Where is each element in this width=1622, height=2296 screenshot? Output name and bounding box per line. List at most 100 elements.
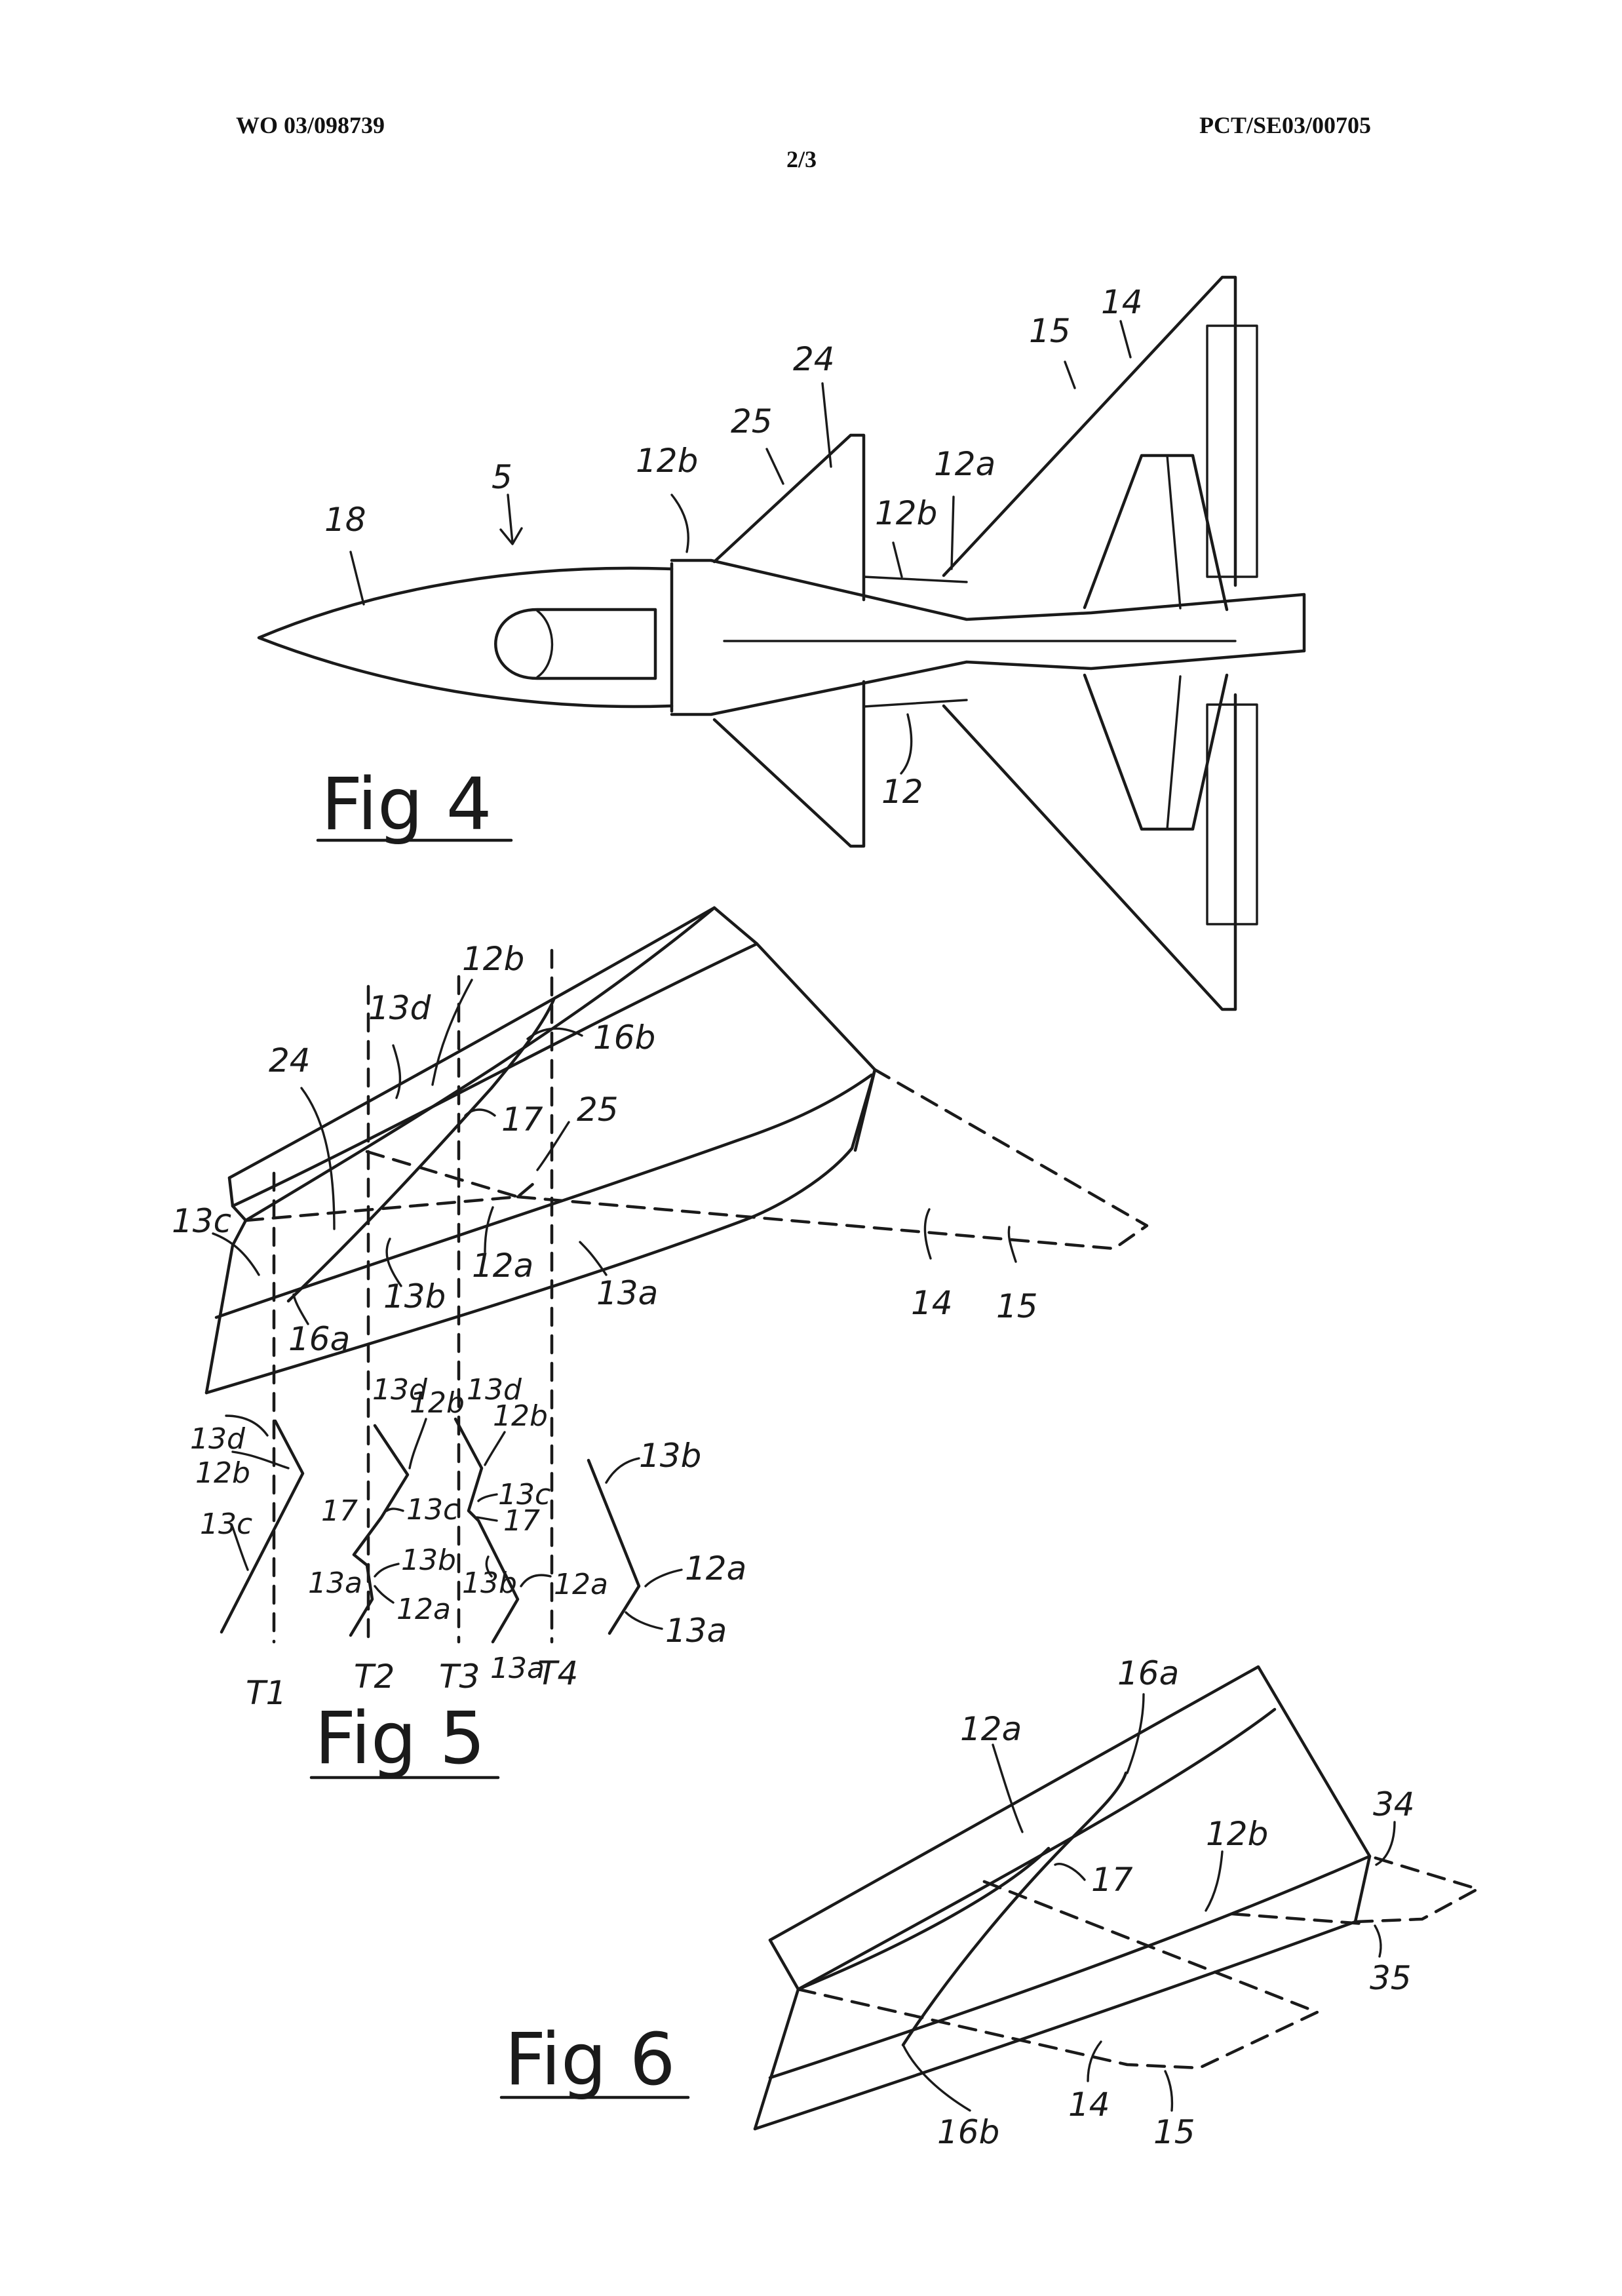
label-s2-13a: 13a — [308, 1566, 362, 1600]
label-16b: 16b — [593, 1019, 655, 1057]
leader-12b-b — [892, 541, 903, 578]
fold-line-17 — [286, 998, 556, 1303]
label-12a: 12a — [934, 445, 995, 483]
label-s2-13b: 13b — [401, 1544, 456, 1577]
leader-14 — [1087, 2040, 1102, 2082]
leader-12b-a — [670, 494, 689, 553]
fig6-wing-perspective: 16a 12a 17 12b 34 35 16b 14 15 Fig 6 — [499, 1654, 1480, 2151]
label-24: 24 — [793, 340, 835, 378]
main-wing-upper — [942, 275, 1237, 587]
label-s3-17: 17 — [503, 1504, 540, 1538]
leader-17 — [1054, 1863, 1086, 1881]
leader-13c-left — [212, 1232, 260, 1276]
wing-upper-mid-band — [231, 942, 759, 1208]
application-number: PCT/SE03/00705 — [1199, 112, 1372, 138]
wing-dashed-outline — [516, 1068, 1149, 1251]
leader-13a-mid — [579, 1241, 608, 1276]
label-34: 34 — [1373, 1785, 1415, 1823]
leader-14 — [923, 1208, 932, 1260]
elevon-upper-hinge — [1166, 454, 1182, 610]
fig4-caption: Fig 4 — [321, 762, 492, 846]
leader-s3-12b — [484, 1431, 506, 1466]
label-12b-top: 12b — [462, 940, 524, 978]
label-12a: 12a — [960, 1710, 1022, 1748]
leader-s2-12a — [374, 1585, 395, 1604]
leader-s3-17 — [476, 1516, 498, 1522]
label-s3-12a: 12a — [554, 1568, 608, 1601]
wing-root-edge — [204, 1218, 248, 1395]
wing-upper-band — [796, 1707, 1277, 1991]
section-t4-profile — [587, 1458, 641, 1635]
wing-lower-edge — [753, 1920, 1357, 2131]
label-s2-12a: 12a — [396, 1593, 451, 1626]
leader-16a — [292, 1293, 309, 1325]
label-14: 14 — [1068, 2086, 1110, 2124]
leader-12a — [950, 496, 955, 570]
leader-16b — [902, 2044, 971, 2112]
label-t2: T2 — [354, 1658, 395, 1696]
label-12b-b: 12b — [875, 494, 937, 532]
label-25: 25 — [731, 402, 773, 440]
leader-15 — [1064, 360, 1076, 389]
leader-s1-12b — [231, 1450, 290, 1469]
label-t4: T4 — [537, 1654, 578, 1692]
leader-16a — [1126, 1693, 1145, 1774]
fig5-sections: 13d 12b 13c 13d 12b 17 13c 13b 13a 12a 1… — [190, 1373, 746, 1780]
label-13c-left: 13c — [172, 1202, 231, 1240]
label-12b-a: 12b — [636, 442, 698, 480]
label-s2-13c: 13c — [406, 1493, 459, 1527]
leader-s2-13c — [385, 1508, 404, 1512]
label-14: 14 — [911, 1284, 953, 1322]
publication-number: WO 03/098739 — [236, 112, 385, 138]
leader-12b-top — [431, 979, 473, 1086]
label-17-top: 17 — [501, 1100, 543, 1138]
wing-root-edge — [753, 1938, 800, 2131]
label-13b-mid: 13b — [383, 1277, 446, 1315]
leader-15 — [1164, 2070, 1174, 2112]
leader-s4-13b — [605, 1457, 640, 1484]
label-s1-13c: 13c — [200, 1508, 252, 1541]
fold-line-17b — [796, 1846, 1051, 1991]
leader-25 — [536, 1121, 570, 1171]
dashed-mid — [1230, 1912, 1365, 1926]
elevon-upper — [1083, 454, 1229, 612]
leader-17-top — [464, 1108, 496, 1117]
label-s3-13c: 13c — [498, 1478, 550, 1511]
elevon-lower — [1083, 673, 1229, 831]
fuselage-lower-outline — [670, 649, 1306, 716]
flap-lower — [1206, 703, 1258, 925]
label-s2-17: 17 — [321, 1494, 358, 1528]
label-t1: T1 — [246, 1674, 286, 1712]
wing-root-upper — [862, 575, 968, 583]
label-13d-top: 13d — [368, 989, 431, 1027]
fig4-aircraft-plan-view: 5 18 12b 25 24 12b 12a 15 14 12 Fig 4 — [257, 275, 1306, 1011]
label-14: 14 — [1101, 283, 1143, 321]
leader-13b-mid — [385, 1237, 402, 1287]
leader-14 — [1119, 320, 1132, 359]
elevon-lower-hinge — [1166, 675, 1182, 830]
label-15: 15 — [996, 1287, 1038, 1325]
label-s3-13d: 13d — [467, 1373, 522, 1407]
leader-13d-top — [392, 1044, 402, 1099]
label-16a: 16a — [288, 1320, 350, 1358]
label-s1-12b: 12b — [195, 1456, 250, 1490]
canopy — [494, 608, 657, 680]
leader-12a-mid — [484, 1206, 494, 1253]
leader-s3-12a — [520, 1574, 552, 1587]
section-t2-profile — [349, 1424, 410, 1637]
leader-34 — [1375, 1821, 1396, 1866]
leader-s3-13c — [477, 1493, 498, 1502]
label-s4-13a: 13a — [665, 1612, 727, 1650]
label-16a: 16a — [1117, 1654, 1179, 1692]
canard-dashed-upper — [365, 1150, 520, 1199]
label-15: 15 — [1029, 312, 1071, 350]
leader-24 — [821, 382, 832, 468]
wing-lower-edge — [204, 1146, 854, 1395]
fig6-caption: Fig 6 — [505, 2017, 676, 2101]
main-wing-lower — [942, 693, 1237, 1011]
leader-35 — [1374, 1924, 1382, 1958]
label-s2-12b: 12b — [410, 1386, 465, 1420]
leader-s2-13b — [374, 1563, 400, 1578]
fig5-caption: Fig 5 — [315, 1696, 486, 1780]
